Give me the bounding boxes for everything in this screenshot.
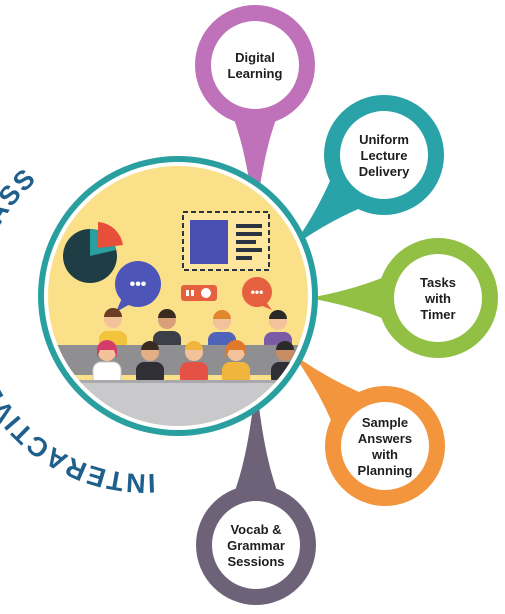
feature-label-line: Grammar: [227, 538, 285, 553]
feature-pin-center: [212, 501, 300, 589]
pie-chart-icon: [63, 222, 123, 283]
feature-label-line: Learning: [228, 66, 283, 81]
feature-pin-tail: [308, 272, 396, 324]
feature-label-line: with: [371, 447, 398, 462]
feature-label-line: Digital: [235, 50, 275, 65]
feature-label-line: Timer: [420, 307, 455, 322]
chat-bubble-left-icon: •••: [115, 261, 161, 312]
feature-label-line: Sessions: [227, 554, 284, 569]
feature-pin-tail: [230, 380, 282, 503]
projector-icon: [181, 285, 217, 301]
classroom-desk: [48, 345, 308, 375]
feature-label-line: Vocab &: [230, 522, 281, 537]
feature-label-line: Lecture: [361, 148, 408, 163]
feature-list: DigitalLearningUniformLectureDeliveryTas…: [195, 5, 498, 605]
feature-pin-tail: [229, 107, 281, 225]
feature-label-line: Planning: [358, 463, 413, 478]
feature-pin-center: [341, 402, 429, 490]
svg-text:•••: •••: [251, 285, 264, 299]
feature-label-line: Answers: [358, 431, 412, 446]
feature-label-line: with: [424, 291, 451, 306]
feature-pin-center: [211, 21, 299, 109]
svg-text:•••: •••: [130, 276, 147, 293]
feature-pin-center: [340, 111, 428, 199]
feature-label-line: Tasks: [420, 275, 456, 290]
feature-label-line: Delivery: [359, 164, 410, 179]
classroom-hub: ••• •••: [38, 156, 318, 436]
chat-bubble-right-icon: •••: [242, 277, 272, 310]
feature-label-line: Uniform: [359, 132, 409, 147]
feature-label-line: Sample: [362, 415, 408, 430]
projection-screen-icon: [182, 211, 270, 271]
back-row-students: [99, 308, 292, 351]
feature-pin-center: [394, 254, 482, 342]
